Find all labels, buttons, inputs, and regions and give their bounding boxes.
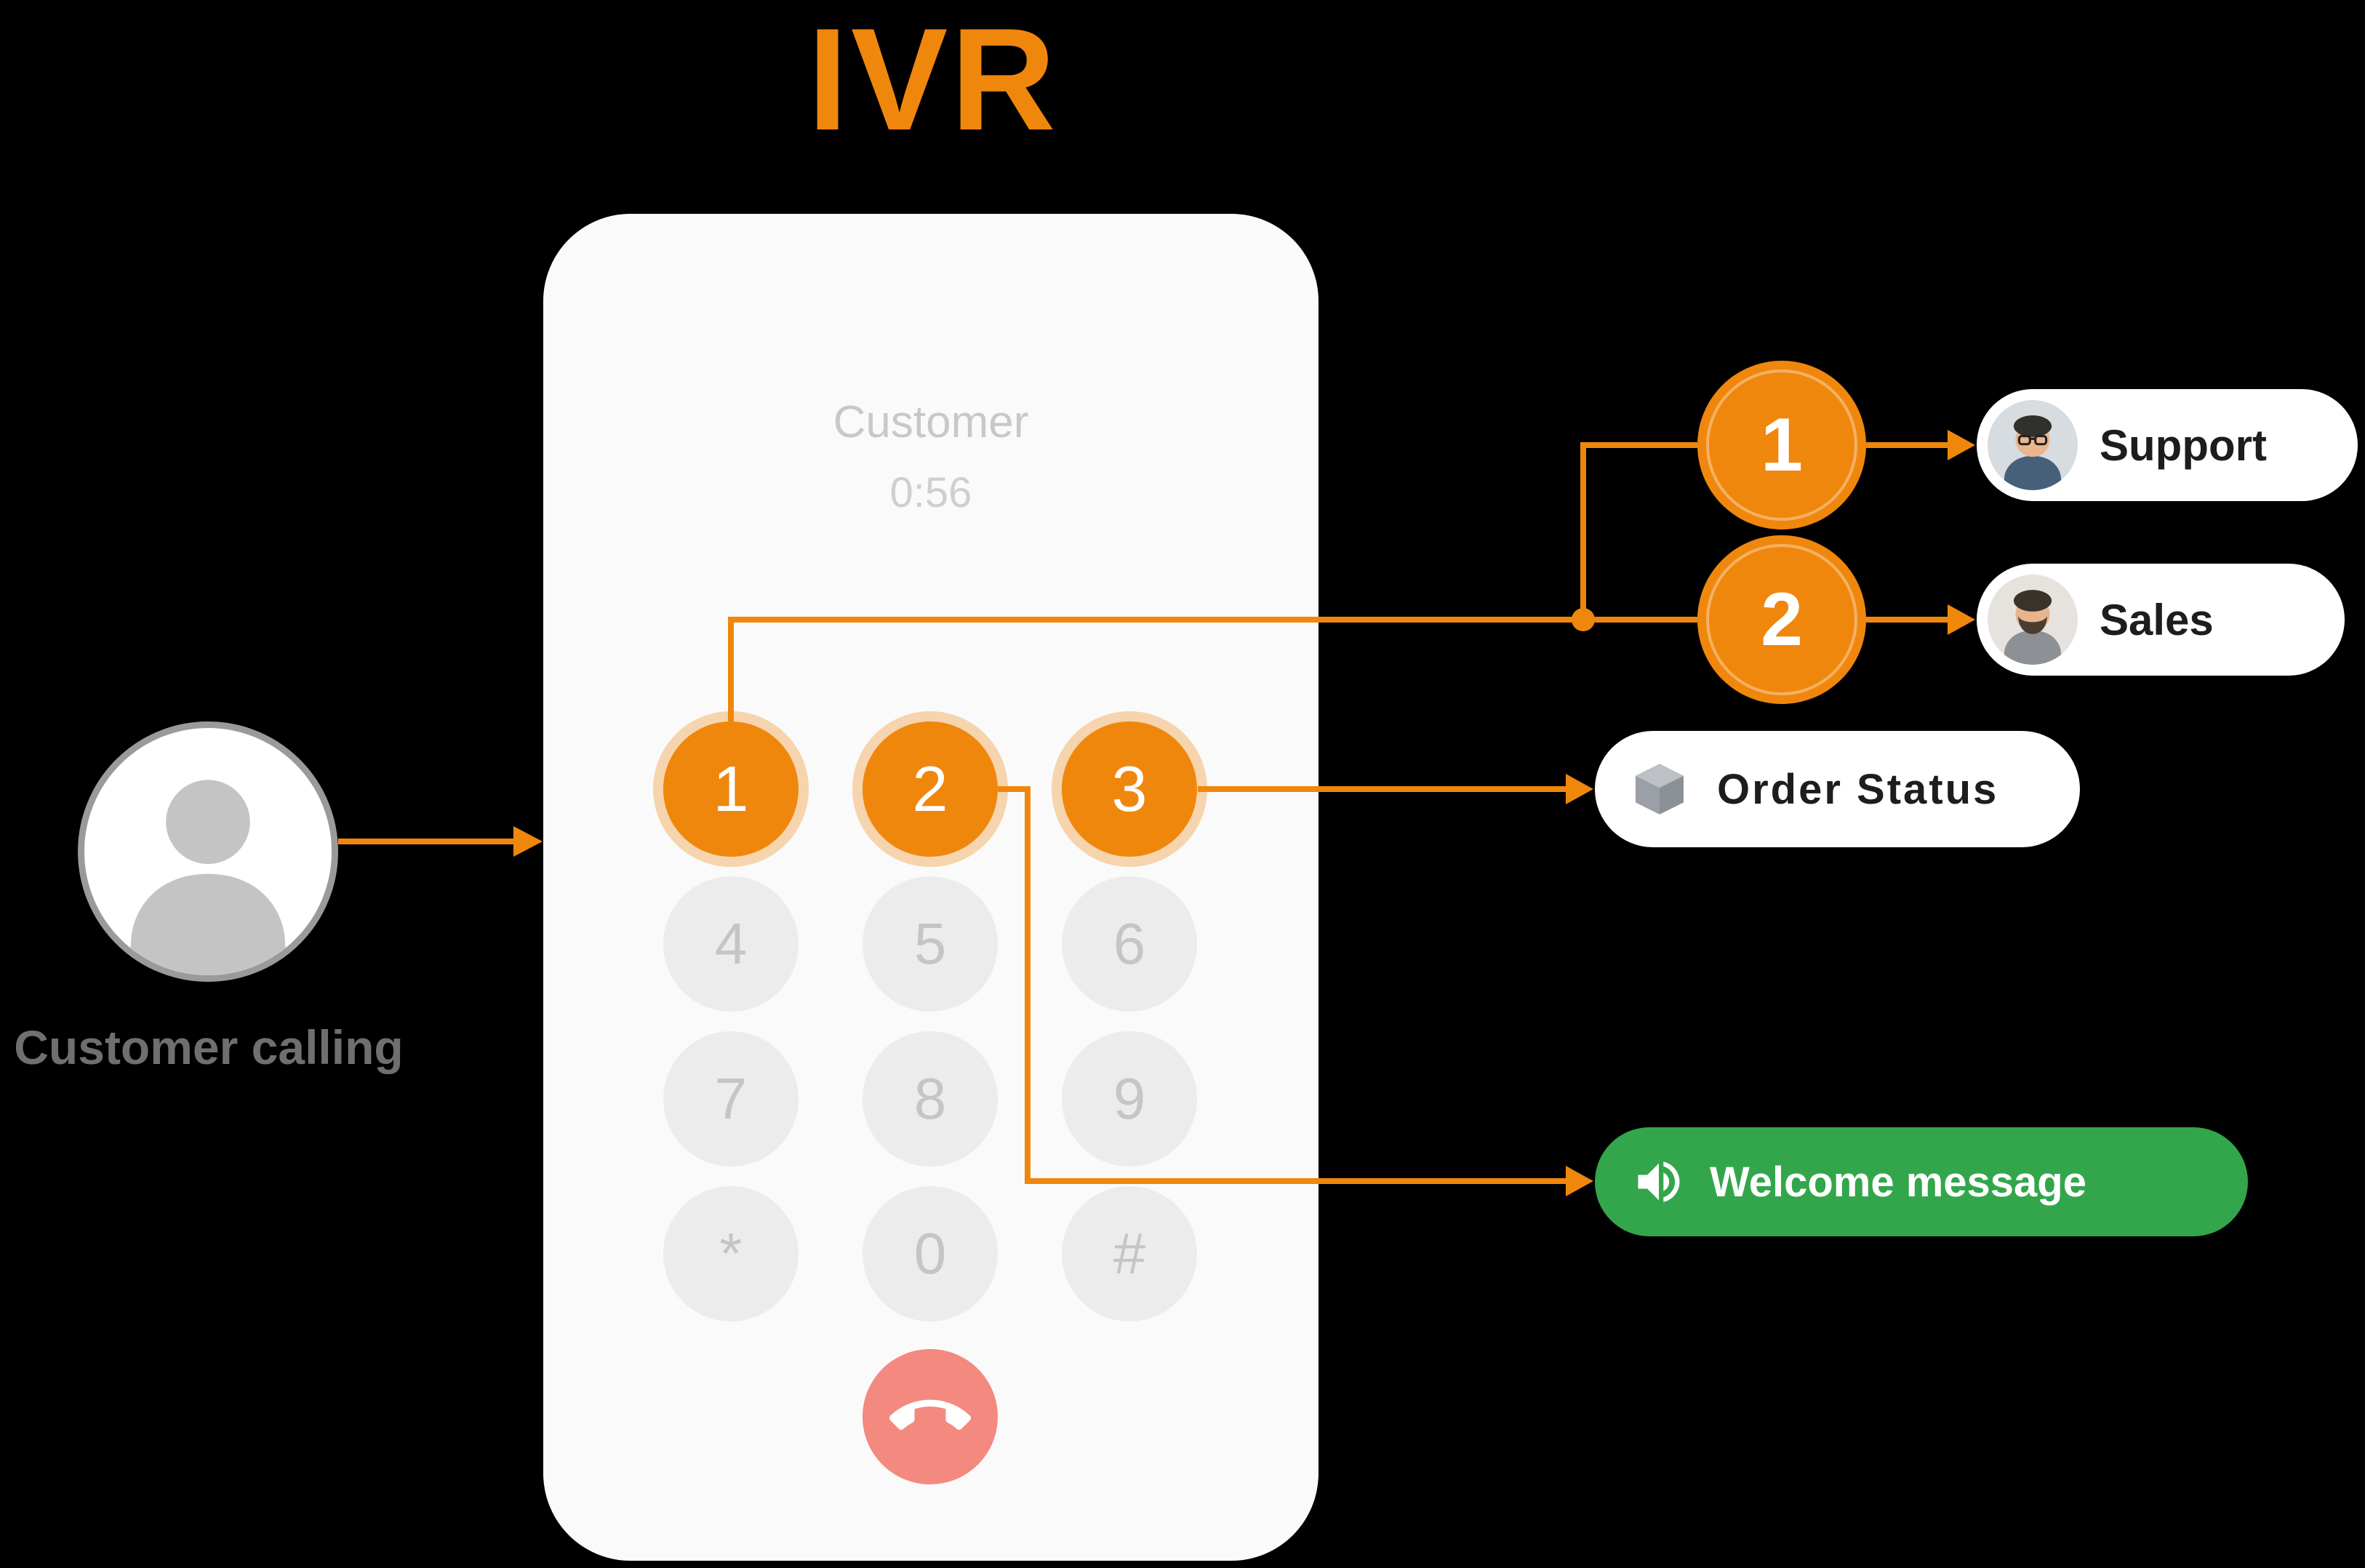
caller-label: Customer calling bbox=[14, 1020, 404, 1074]
speaker-icon bbox=[1631, 1154, 1686, 1209]
call-timer: 0:56 bbox=[889, 469, 972, 516]
dialpad: 1 2 3 4 5 6 7 8 9 * 0 # bbox=[663, 721, 1197, 1321]
dialpad-key-8[interactable]: 8 bbox=[863, 1031, 998, 1167]
arrowhead-support bbox=[1948, 430, 1975, 460]
arrowhead-sales bbox=[1948, 604, 1975, 635]
sales-label: Sales bbox=[2100, 595, 2214, 644]
arrowhead-welcome bbox=[1566, 1166, 1593, 1196]
caller-avatar bbox=[78, 721, 338, 982]
dialpad-key-4[interactable]: 4 bbox=[663, 876, 799, 1012]
dialpad-key-5[interactable]: 5 bbox=[863, 876, 998, 1012]
contact-name: Customer bbox=[833, 397, 1029, 447]
sales-pill[interactable]: Sales bbox=[1977, 564, 2345, 676]
option-badge-2: 2 bbox=[1697, 535, 1866, 704]
dialpad-key-1[interactable]: 1 bbox=[663, 721, 799, 857]
sales-avatar-photo bbox=[1988, 575, 2078, 665]
welcome-message-pill[interactable]: Welcome message bbox=[1595, 1127, 2248, 1236]
dialpad-key-star[interactable]: * bbox=[663, 1186, 799, 1321]
dialpad-key-2[interactable]: 2 bbox=[863, 721, 998, 857]
support-label: Support bbox=[2100, 420, 2267, 470]
dialpad-key-6[interactable]: 6 bbox=[1062, 876, 1197, 1012]
support-avatar-photo bbox=[1988, 400, 2078, 490]
hangup-button[interactable] bbox=[863, 1349, 998, 1484]
option-badge-2-digit: 2 bbox=[1761, 577, 1803, 662]
call-end-icon bbox=[889, 1399, 971, 1430]
order-status-pill[interactable]: Order Status bbox=[1595, 731, 2080, 847]
package-box-icon bbox=[1628, 757, 1692, 821]
option-badge-1-digit: 1 bbox=[1761, 402, 1803, 487]
support-pill[interactable]: Support bbox=[1977, 389, 2358, 501]
phone-mockup: Customer 0:56 1 2 3 4 5 6 7 8 9 * 0 # bbox=[543, 214, 1318, 1561]
arrowhead-order-status bbox=[1566, 774, 1593, 804]
person-icon bbox=[129, 780, 287, 975]
dialpad-key-0[interactable]: 0 bbox=[863, 1186, 998, 1321]
arrowhead-phone bbox=[513, 826, 543, 857]
option-badge-1: 1 bbox=[1697, 361, 1866, 529]
connector-branch-to-option1 bbox=[1580, 442, 1697, 620]
dialpad-key-7[interactable]: 7 bbox=[663, 1031, 799, 1167]
page-title: IVR bbox=[807, 0, 1059, 161]
order-status-label: Order Status bbox=[1717, 765, 1999, 813]
dialpad-key-9[interactable]: 9 bbox=[1062, 1031, 1197, 1167]
welcome-message-label: Welcome message bbox=[1710, 1158, 2086, 1206]
dialpad-key-3[interactable]: 3 bbox=[1062, 721, 1197, 857]
dialpad-key-hash[interactable]: # bbox=[1062, 1186, 1197, 1321]
junction-dot bbox=[1572, 608, 1595, 631]
